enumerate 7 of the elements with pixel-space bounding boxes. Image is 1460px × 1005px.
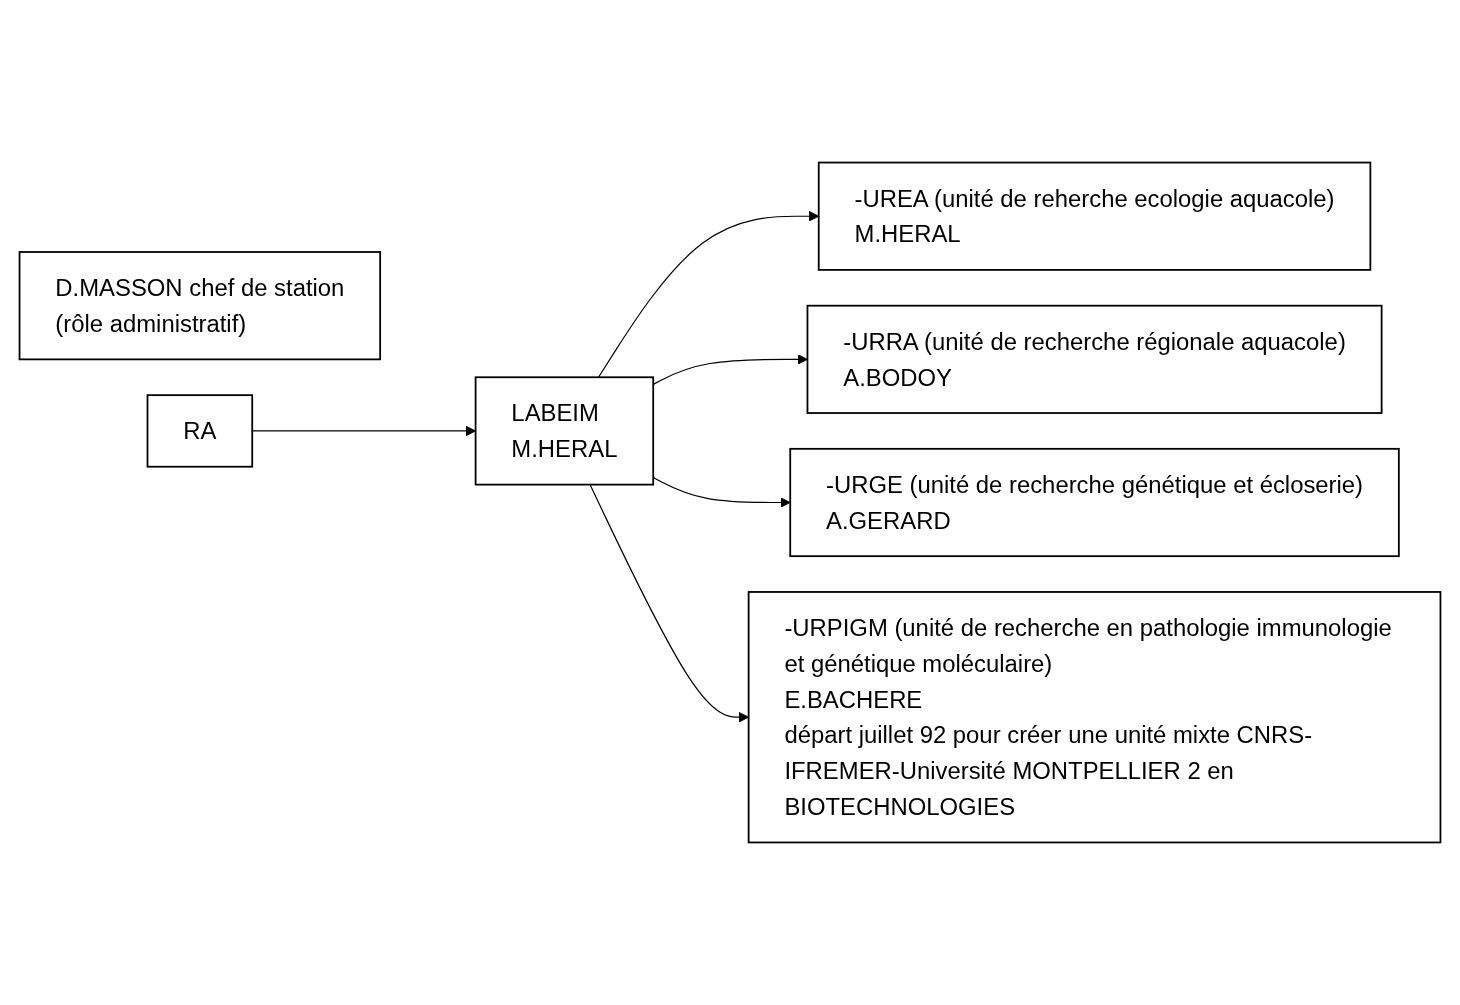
node-box: -URGE (unité de recherche génétique et écloserie) A.GERARD [789, 447, 1400, 558]
node-box: D.MASSON chef de station (rôle administratif) [18, 251, 382, 361]
node-box: LABEIM M.HERAL [474, 376, 655, 486]
node-box: -UREA (unité de reherche ecologie aquacole) M.HERAL [817, 161, 1372, 271]
node-box: -URPIGM (unité de recherche en pathologie immunologie et génétique moléculaire) E.BACHERE départ juillet 92 pour créer une unité mixte CNRS-IFREMER-Université MONTPELLIER 2 en BIOTECHNOLOGIES [747, 591, 1442, 844]
node-box: RA [146, 394, 254, 468]
node-box: -URRA (unité de recherche régionale aquacole) A.BODOY [806, 304, 1383, 414]
